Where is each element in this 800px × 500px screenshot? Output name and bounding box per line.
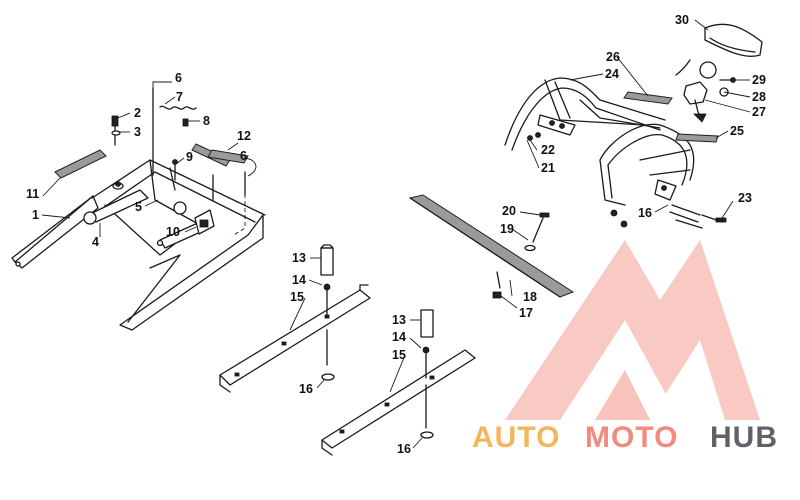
runner-part — [219, 284, 476, 456]
callout-16a: 16 — [299, 382, 313, 396]
callout-1: 1 — [32, 208, 39, 222]
callout-30: 30 — [675, 13, 689, 27]
callout-18: 18 — [523, 290, 537, 304]
callout-5: 5 — [135, 200, 142, 214]
callout-6b: 6 — [240, 149, 247, 163]
callout-13b: 13 — [392, 313, 406, 327]
pad-part — [54, 143, 249, 179]
callout-29: 29 — [752, 73, 766, 87]
callout-16c: 16 — [638, 206, 652, 220]
callout-22: 22 — [541, 143, 555, 157]
callout-11: 11 — [26, 187, 39, 201]
callout-10: 10 — [166, 225, 180, 239]
callout-27: 27 — [752, 105, 766, 119]
callout-7: 7 — [176, 90, 183, 104]
callout-19: 19 — [500, 222, 514, 236]
callout-16b: 16 — [397, 442, 411, 456]
callout-25: 25 — [730, 124, 744, 138]
watermark-part-hub: HUB — [710, 421, 778, 454]
callout-20: 20 — [502, 204, 516, 218]
callout-2: 2 — [134, 106, 141, 120]
callout-23: 23 — [738, 191, 752, 205]
rear-bumper-part — [504, 77, 695, 228]
callout-3: 3 — [134, 125, 141, 139]
rear-plate-part — [408, 194, 575, 299]
watermark-text: AUTO MOTO HUB — [472, 421, 778, 454]
slide-fasteners-part — [320, 244, 434, 439]
callout-12: 12 — [237, 129, 251, 143]
callout-8: 8 — [203, 114, 210, 128]
callout-28: 28 — [752, 90, 766, 104]
callout-9: 9 — [186, 150, 193, 164]
callout-24: 24 — [605, 67, 619, 81]
callout-6a: 6 — [175, 71, 182, 85]
watermark-part-moto: MOTO — [585, 421, 678, 454]
watermark-part-auto: AUTO — [472, 421, 560, 454]
decal-part — [623, 91, 719, 143]
callout-15b: 15 — [392, 348, 406, 362]
fasteners-part — [111, 87, 246, 235]
callout-15a: 15 — [290, 290, 304, 304]
callout-13a: 13 — [292, 251, 306, 265]
rack-frame-part — [11, 159, 266, 331]
watermark-logo-icon — [505, 240, 760, 420]
callout-21: 21 — [541, 161, 555, 175]
callout-labels: 1 2 3 4 5 6 6 7 8 9 10 11 12 13 14 15 16… — [26, 13, 766, 456]
callout-26: 26 — [606, 50, 620, 64]
callout-14b: 14 — [392, 330, 406, 344]
callout-14a: 14 — [292, 273, 306, 287]
handle-part — [669, 23, 763, 229]
callout-4: 4 — [92, 235, 99, 249]
callout-17: 17 — [519, 306, 533, 320]
leader-lines — [41, 19, 751, 449]
